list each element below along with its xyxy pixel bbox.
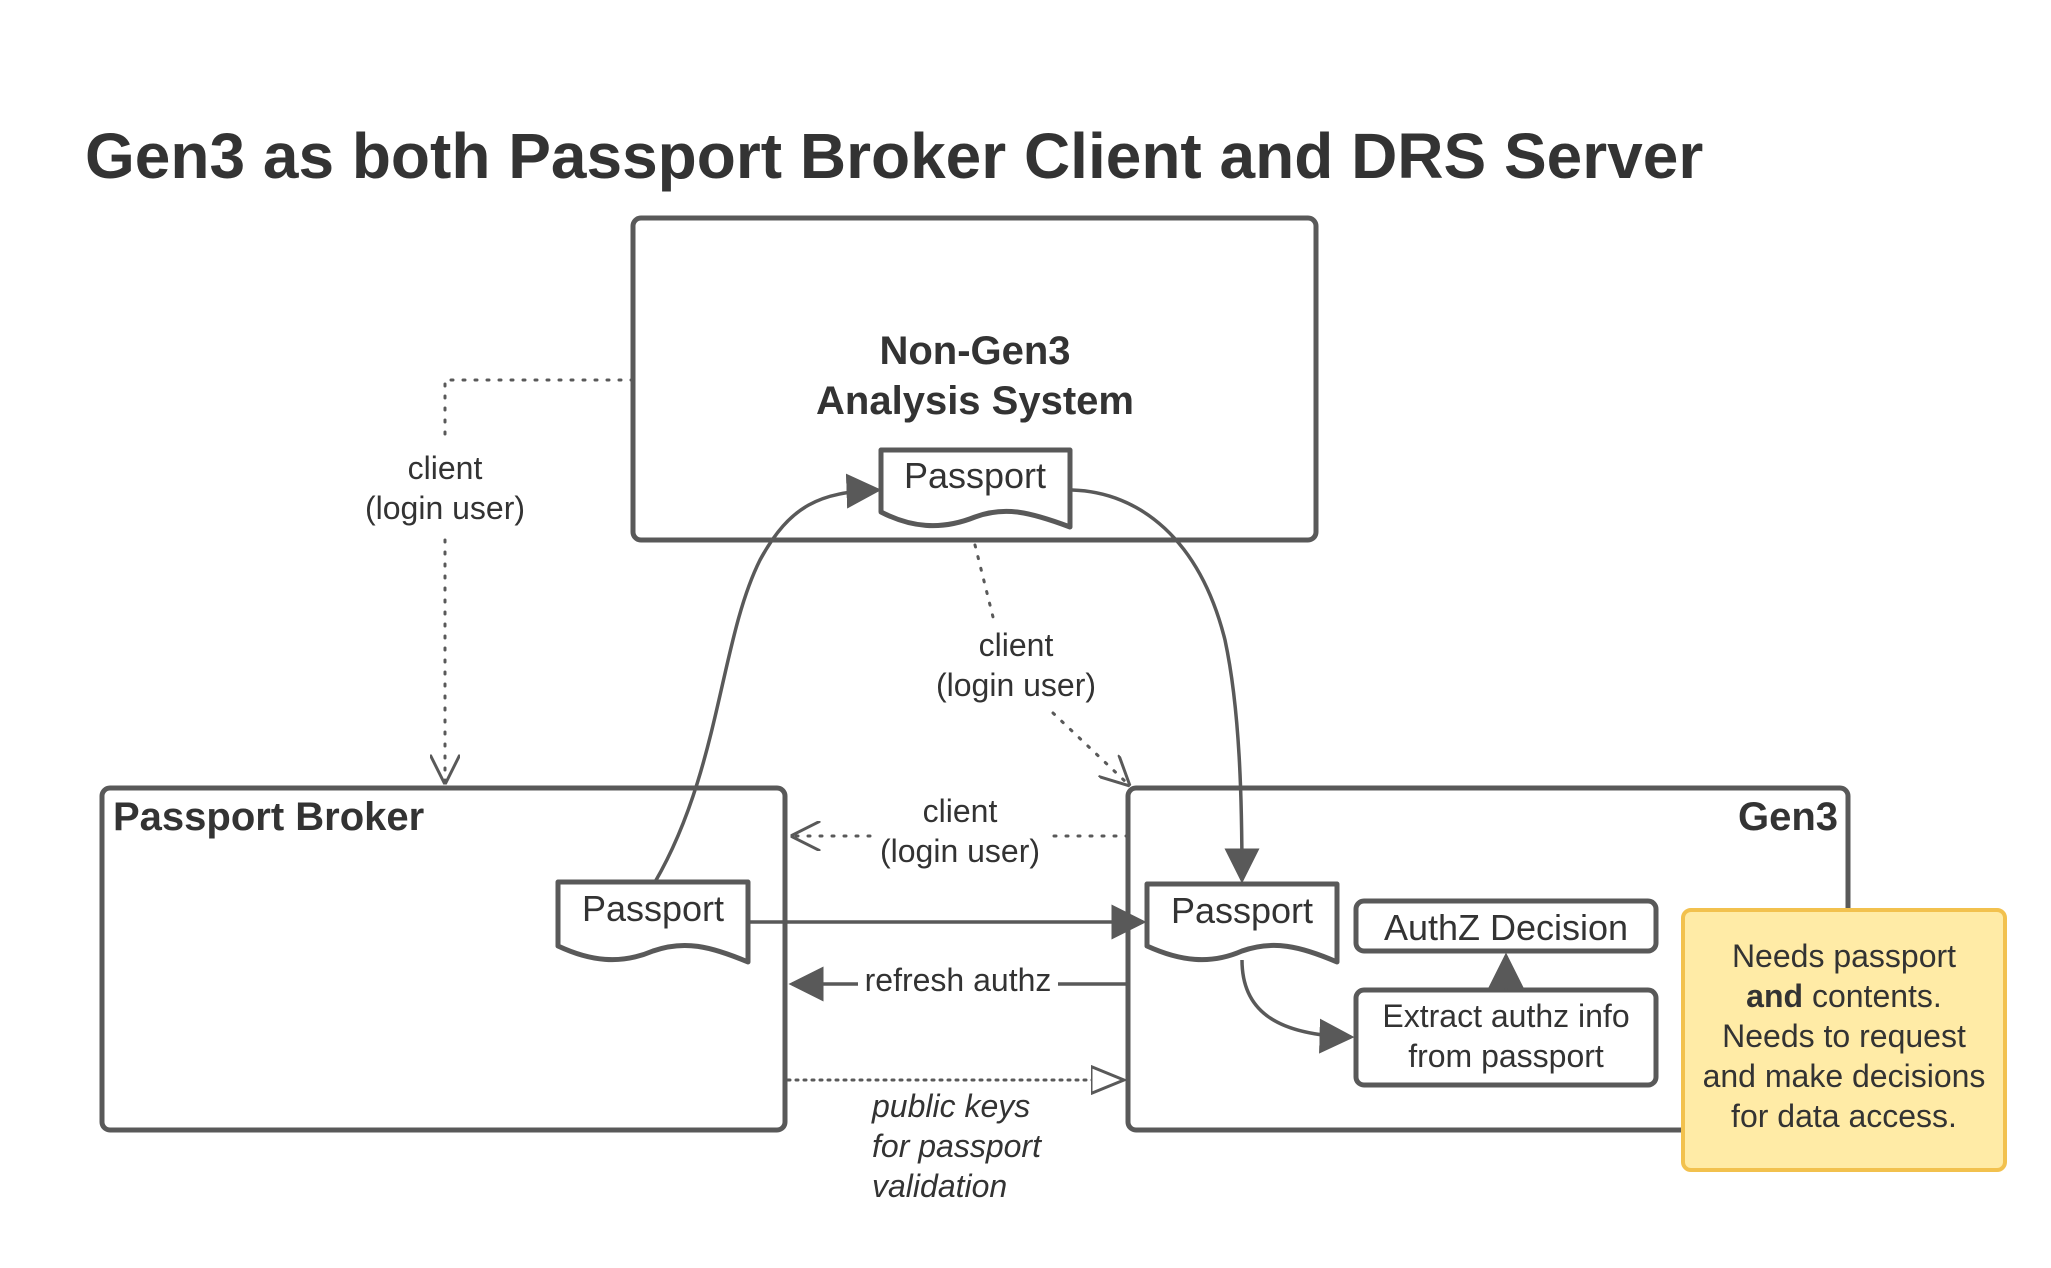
authz-decision-label: AuthZ Decision xyxy=(1384,907,1628,948)
passport-document-top: Passport xyxy=(878,447,1073,530)
diagram-title: Gen3 as both Passport Broker Client and … xyxy=(85,120,1703,192)
passport-document-gen3: Passport xyxy=(1144,881,1340,965)
edge-gen3-to-broker-label-line2: (login user) xyxy=(880,833,1040,869)
edge-analysis-to-gen3-label-line1: client xyxy=(979,627,1054,663)
authz-decision-node: AuthZ Decision xyxy=(1353,898,1659,954)
edge-public-keys-label-line1: public keys xyxy=(871,1088,1030,1124)
passport-broker-node: Passport Broker xyxy=(99,785,788,1133)
edge-gen3-to-broker-label-line1: client xyxy=(923,793,998,829)
note-line2-rest: contents. xyxy=(1803,978,1942,1014)
note-card: Needs passport and contents. Needs to re… xyxy=(1681,908,2007,1172)
passport-broker-label: Passport Broker xyxy=(113,795,424,839)
edge-analysis-to-gen3-label-line2: (login user) xyxy=(936,667,1096,703)
extract-authz-label-line1: Extract authz info xyxy=(1382,998,1629,1034)
edge-analysis-to-gen3-lower xyxy=(1051,711,1129,785)
analysis-system-label-line1: Non-Gen3 xyxy=(879,329,1070,373)
passport-document-broker: Passport xyxy=(555,879,751,965)
edge-analysis-to-gen3-upper xyxy=(973,543,997,627)
edge-public-keys-label-line3: validation xyxy=(872,1168,1007,1204)
gen3-label: Gen3 xyxy=(1738,795,1838,839)
note-line2: and contents. xyxy=(1746,978,1942,1014)
analysis-system-node: Non-Gen3 Analysis System xyxy=(630,215,1319,543)
edge-analysis-to-broker-label-line2: (login user) xyxy=(365,490,525,526)
note-line3: Needs to request xyxy=(1722,1018,1966,1054)
edge-analysis-to-broker-label-line1: client xyxy=(408,450,483,486)
note-line4: and make decisions xyxy=(1703,1058,1986,1094)
passport-top-label: Passport xyxy=(904,455,1046,496)
edge-broker-passport-to-top xyxy=(653,473,882,883)
passport-broker-doc-label: Passport xyxy=(582,888,724,929)
edge-top-passport-to-gen3 xyxy=(1071,488,1260,884)
edge-public-keys-label-line2: for passport xyxy=(872,1128,1042,1164)
extract-authz-node: Extract authz info from passport xyxy=(1353,987,1659,1088)
edge-refresh-label: refresh authz xyxy=(865,962,1052,998)
edge-analysis-to-broker xyxy=(445,378,635,783)
note-line5: for data access. xyxy=(1731,1098,1957,1134)
edge-passport-to-extract xyxy=(1240,959,1355,1054)
note-line2-bold: and xyxy=(1746,978,1803,1014)
extract-authz-label-line2: from passport xyxy=(1408,1038,1604,1074)
analysis-system-label-line2: Analysis System xyxy=(816,379,1134,423)
passport-gen3-doc-label: Passport xyxy=(1171,890,1313,931)
note-line1: Needs passport xyxy=(1732,938,1956,974)
